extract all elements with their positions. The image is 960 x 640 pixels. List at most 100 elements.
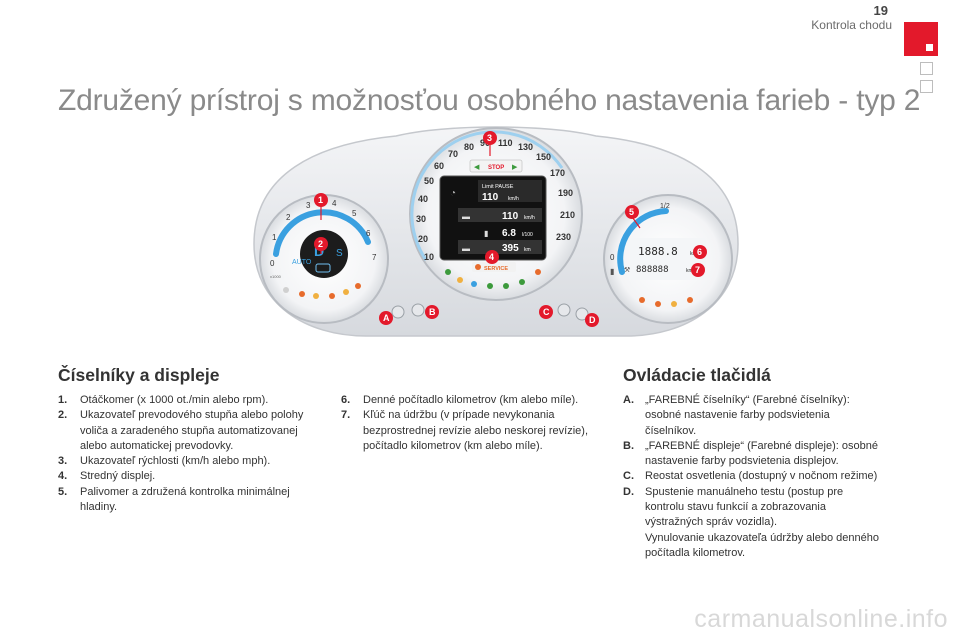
list-item: 2.Ukazovateľ prevodového stupňa alebo po…	[58, 409, 304, 452]
tach-label: 4	[332, 199, 337, 208]
callout-6: 6	[693, 245, 707, 259]
display-row-3-bg	[458, 240, 542, 254]
svg-text:6: 6	[697, 247, 702, 257]
chapter-tab[interactable]	[920, 62, 933, 75]
list-item: 1.Otáčkomer (x 1000 ot./min alebo rpm).	[58, 394, 269, 406]
display-row-2-unit: l/100	[522, 232, 533, 238]
page-number: 19	[873, 3, 888, 18]
callout-4: 4	[485, 250, 499, 264]
svg-text:7: 7	[695, 265, 700, 275]
speed-label: 40	[418, 194, 428, 204]
display-row-2-value: 6.8	[502, 228, 516, 239]
speed-label: 130	[518, 142, 533, 152]
fuel-zero-label: 0	[610, 253, 615, 262]
dials-list: 1.Otáčkomer (x 1000 ot./min alebo rpm). …	[58, 393, 320, 515]
fuel-half-label: 1/2	[660, 203, 670, 210]
gear-indicator-disc	[300, 230, 348, 278]
button-a-knob	[391, 305, 405, 319]
speed-label: 90	[480, 138, 490, 148]
svg-text:3: 3	[487, 133, 492, 143]
list-item: D.Spustenie manuálneho testu (postup pre…	[623, 485, 879, 559]
warning-lamps-left	[283, 283, 361, 299]
tach-label: 3	[306, 201, 311, 210]
list-item: A.„FAREBNÉ číselníky“ (Farebné číselníky…	[623, 394, 850, 437]
button-b-knob	[411, 303, 425, 317]
button-c-knob	[557, 303, 571, 317]
gear-letter: D	[314, 243, 324, 259]
callout-d: D	[585, 313, 599, 327]
list-item: B.„FAREBNÉ displeje“ (Farebné displeje):…	[623, 439, 878, 468]
callout-7: 7	[691, 263, 705, 277]
wrench-icon: ⚒	[624, 266, 630, 274]
speed-label: 10	[424, 252, 434, 262]
display-row-1-unit: km/h	[524, 215, 535, 221]
callout-2: 2	[314, 237, 328, 251]
display-limit-label: Limit PAUSE	[482, 184, 514, 190]
chapter-tab-active[interactable]	[904, 22, 938, 56]
arrow-right-icon: ▶	[512, 164, 518, 171]
callout-3: 3	[483, 131, 497, 145]
callout-a: A	[379, 311, 393, 325]
fuel-gauge-arc	[617, 208, 669, 275]
service-label: SERVICE	[484, 266, 508, 272]
display-row-3-unit: km	[524, 247, 531, 253]
callout-c: C	[539, 305, 553, 319]
speed-label: 60	[434, 161, 444, 171]
callout-1: 1	[314, 193, 328, 207]
list-item: 3.Ukazovateľ rýchlosti (km/h alebo mph).	[58, 455, 271, 468]
svg-text:D: D	[589, 315, 596, 325]
car-icon: ▬	[462, 212, 470, 221]
svg-text:A: A	[383, 313, 390, 323]
display-limit-bar	[478, 180, 542, 202]
page-title: Združený prístroj s možnosťou osobného n…	[58, 84, 921, 118]
callout-5: 5	[625, 205, 639, 219]
warning-lamp	[475, 264, 481, 270]
odometer-display	[630, 238, 706, 280]
list-item: C.Reostat osvetlenia (dostupný v nočnom …	[623, 470, 878, 483]
tach-label: 5	[352, 209, 357, 218]
svg-text:C: C	[543, 307, 550, 317]
service-lamp-bg	[472, 262, 516, 272]
tach-label: 7	[372, 253, 377, 262]
stop-label: STOP	[488, 165, 504, 171]
arrow-left-icon: ◀	[474, 164, 480, 171]
tachometer-arc	[273, 209, 371, 257]
speed-label: 80	[464, 142, 474, 152]
svg-text:B: B	[429, 307, 436, 317]
speed-label: 110	[498, 138, 513, 148]
callout-b: B	[425, 305, 439, 319]
controls-list: A.„FAREBNÉ číselníky“ (Farebné číselníky…	[623, 393, 883, 561]
section-heading-controls: Ovládacie tlačidlá	[623, 365, 771, 385]
display-row-3-value: 395	[502, 243, 519, 254]
speed-label: 210	[560, 210, 575, 220]
speed-label: 70	[448, 149, 458, 159]
display-limit-speed: 110	[482, 192, 499, 203]
gauge-icon: ◔	[450, 188, 456, 199]
svg-text:4: 4	[489, 252, 494, 262]
svg-text:1: 1	[318, 195, 323, 205]
trip-odometer: 1888.8	[638, 245, 678, 258]
display-row-1-value: 110	[502, 211, 519, 222]
total-odometer-unit: km	[686, 268, 693, 274]
tach-label: 0	[270, 259, 275, 268]
dials-list-continued: 6.Denné počítadlo kilometrov (km alebo m…	[341, 393, 603, 454]
speedometer-arc	[410, 130, 564, 261]
instrument-cluster-figure: 0 1 2 3 4 5 6 7 x1000 D S AUTO 10 20 30 …	[253, 126, 739, 337]
svg-text:5: 5	[629, 207, 634, 217]
chapter-tab[interactable]	[920, 80, 933, 93]
tach-label: 1	[272, 233, 277, 242]
gear-auto: AUTO	[292, 259, 312, 266]
speed-label: 30	[416, 214, 426, 224]
fuel-pump-icon: ▮	[610, 267, 614, 276]
display-row-1-bg	[458, 208, 542, 222]
total-odometer: 888888	[636, 265, 669, 275]
fuel-pump-icon: ▮	[484, 229, 488, 238]
list-item: 5.Palivomer a združená kontrolka minimál…	[58, 485, 290, 514]
car-range-icon: ▬	[462, 244, 470, 253]
warning-lamps-right	[639, 297, 693, 307]
speed-label: 230	[556, 232, 571, 242]
tach-multiplier: x1000	[270, 274, 282, 279]
stop-indicator	[469, 159, 523, 173]
list-item: 4.Stredný displej.	[58, 470, 156, 483]
button-d-knob	[575, 307, 589, 321]
